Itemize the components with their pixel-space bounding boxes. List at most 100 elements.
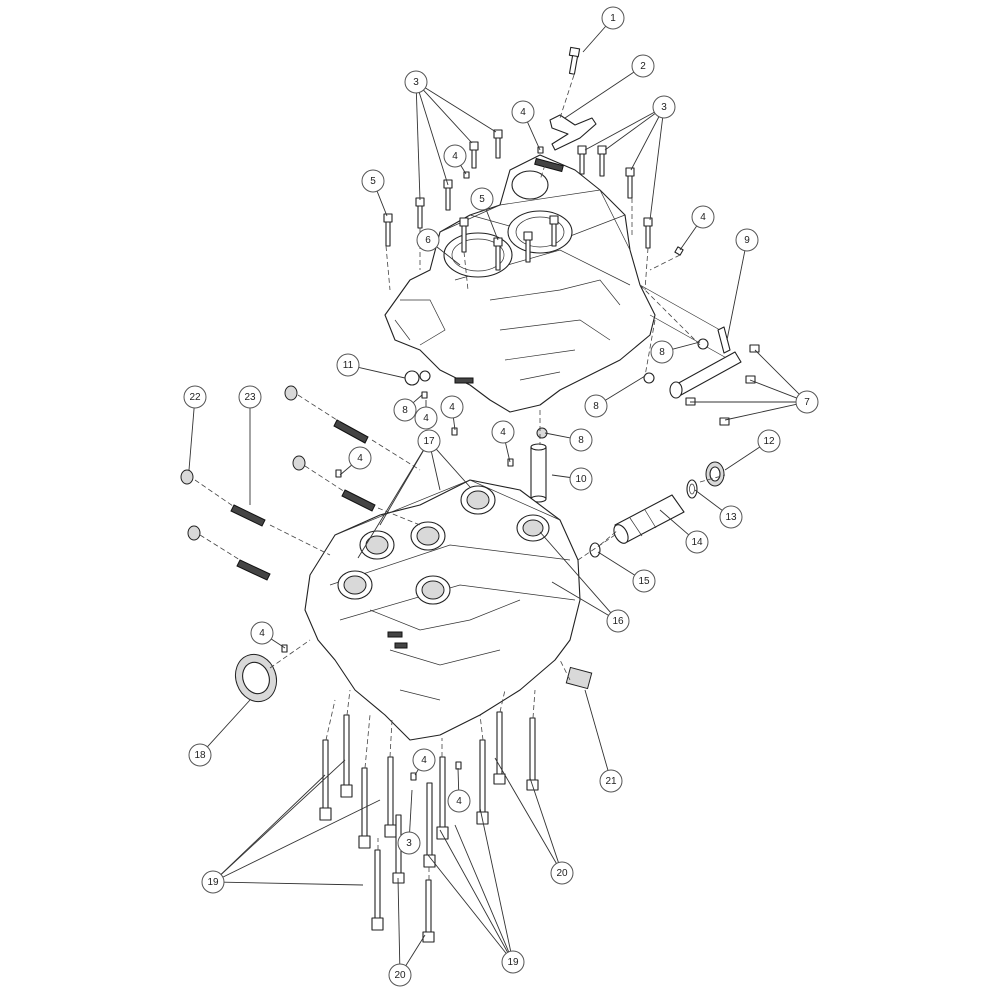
callout-c4g: 4 — [348, 446, 372, 470]
nut-d — [187, 525, 201, 541]
callout-c1: 1 — [601, 6, 625, 30]
callout-number: 5 — [370, 176, 376, 187]
callout-c6: 6 — [416, 228, 440, 252]
leader-line-c19a-3 — [223, 881, 364, 886]
callout-circle — [719, 505, 743, 529]
callout-c19a: 19 — [201, 870, 225, 894]
leader-line-c21-0 — [584, 689, 609, 771]
bolt-lower-1 — [319, 739, 332, 821]
leader-line-c19b-3 — [427, 854, 507, 954]
assembly-lines — [194, 74, 726, 880]
callout-circle — [201, 870, 225, 894]
bearing-shell-3 — [460, 485, 496, 515]
bolt-upper-13 — [643, 217, 653, 249]
leader-line-c4j-0 — [457, 767, 460, 791]
leader-line-c20a-0 — [494, 757, 557, 864]
bracket-part-2 — [549, 114, 597, 151]
leader-line-c19a-1 — [220, 759, 346, 875]
leader-line-c2-0 — [564, 71, 635, 119]
callout-circle — [417, 429, 441, 453]
callout-number: 7 — [804, 397, 810, 408]
callout-number: 23 — [244, 392, 256, 403]
bolt-lower-2 — [340, 714, 353, 798]
callout-c16: 16 — [606, 609, 630, 633]
callout-circle — [404, 70, 428, 94]
leader-line-c19b-0 — [439, 829, 509, 953]
leader-line-c3c-0 — [409, 789, 413, 833]
studs-and-nuts — [180, 385, 376, 581]
callout-number: 2 — [640, 61, 646, 72]
callout-circle — [440, 395, 464, 419]
leader-line-c20b-1 — [405, 934, 426, 966]
bolt-upper-1 — [469, 141, 479, 169]
tube-part-10 — [530, 443, 547, 503]
callout-c13: 13 — [719, 505, 743, 529]
callout-c10: 10 — [569, 467, 593, 491]
callout-c11: 11 — [336, 353, 360, 377]
leader-line-c4i-0 — [414, 769, 419, 776]
callout-circle — [336, 353, 360, 377]
callout-circle — [652, 95, 676, 119]
callout-number: 4 — [456, 796, 462, 807]
bolt-upper-4 — [415, 197, 425, 229]
leader-line-c20b-0 — [397, 877, 401, 965]
callout-c4d: 4 — [414, 406, 438, 430]
nut-a — [284, 385, 298, 401]
leader-line-c4f-0 — [505, 442, 511, 463]
stud-d — [236, 559, 271, 581]
seal-part-18 — [234, 653, 278, 703]
callout-number: 4 — [421, 755, 427, 766]
leader-line-c22-0 — [188, 407, 195, 471]
callout-c5a: 5 — [361, 169, 385, 193]
leader-line-c19b-2 — [454, 824, 510, 953]
callout-number: 19 — [207, 877, 219, 888]
leader-line-c4h-0 — [270, 638, 286, 649]
callout-number: 13 — [725, 512, 737, 523]
bolt-upper-7 — [493, 237, 503, 271]
callout-number: 10 — [575, 474, 587, 485]
callout-circle — [491, 420, 515, 444]
bolt-upper-2 — [493, 129, 503, 159]
callout-number: 12 — [763, 436, 775, 447]
callout-number: 8 — [578, 435, 584, 446]
bolt-lower-7 — [423, 782, 436, 868]
leader-line-c7-0 — [754, 349, 800, 395]
callout-circle — [443, 144, 467, 168]
leader-line-c19a-0 — [220, 774, 326, 875]
callout-circle — [550, 861, 574, 885]
lower-crankcase — [304, 479, 581, 741]
callout-c3c: 3 — [397, 831, 421, 855]
callout-number: 21 — [605, 776, 617, 787]
bolt-upper-10 — [577, 145, 587, 175]
callout-circle — [183, 385, 207, 409]
bolt-upper-11 — [597, 145, 607, 177]
callout-number: 5 — [479, 194, 485, 205]
bolt-part-1 — [568, 46, 581, 75]
callout-c8c: 8 — [584, 394, 608, 418]
callout-circle — [685, 530, 709, 554]
leader-line-c5a-0 — [376, 191, 388, 217]
leader-line-c17-2 — [430, 451, 441, 491]
bearing-shell-5 — [337, 570, 373, 600]
callout-circle — [650, 340, 674, 364]
leader-line-c16-1 — [551, 581, 609, 616]
callout-number: 4 — [520, 107, 526, 118]
leader-line-c20a-1 — [529, 777, 559, 863]
callout-number: 8 — [593, 401, 599, 412]
leader-line-c8c-0 — [605, 375, 646, 401]
leader-line-c12-0 — [724, 446, 761, 471]
bolt-upper-12 — [625, 167, 635, 199]
plug-part-21 — [565, 666, 593, 690]
callout-leaders — [188, 25, 800, 966]
leader-line-c14-0 — [659, 509, 689, 536]
stud-a — [333, 419, 369, 444]
leader-line-c5b-0 — [485, 209, 499, 241]
leader-line-c17-1 — [357, 450, 424, 559]
callout-c4h: 4 — [250, 621, 274, 645]
callout-c4j: 4 — [447, 789, 471, 813]
callout-number: 20 — [394, 970, 406, 981]
callout-c3b: 3 — [652, 95, 676, 119]
